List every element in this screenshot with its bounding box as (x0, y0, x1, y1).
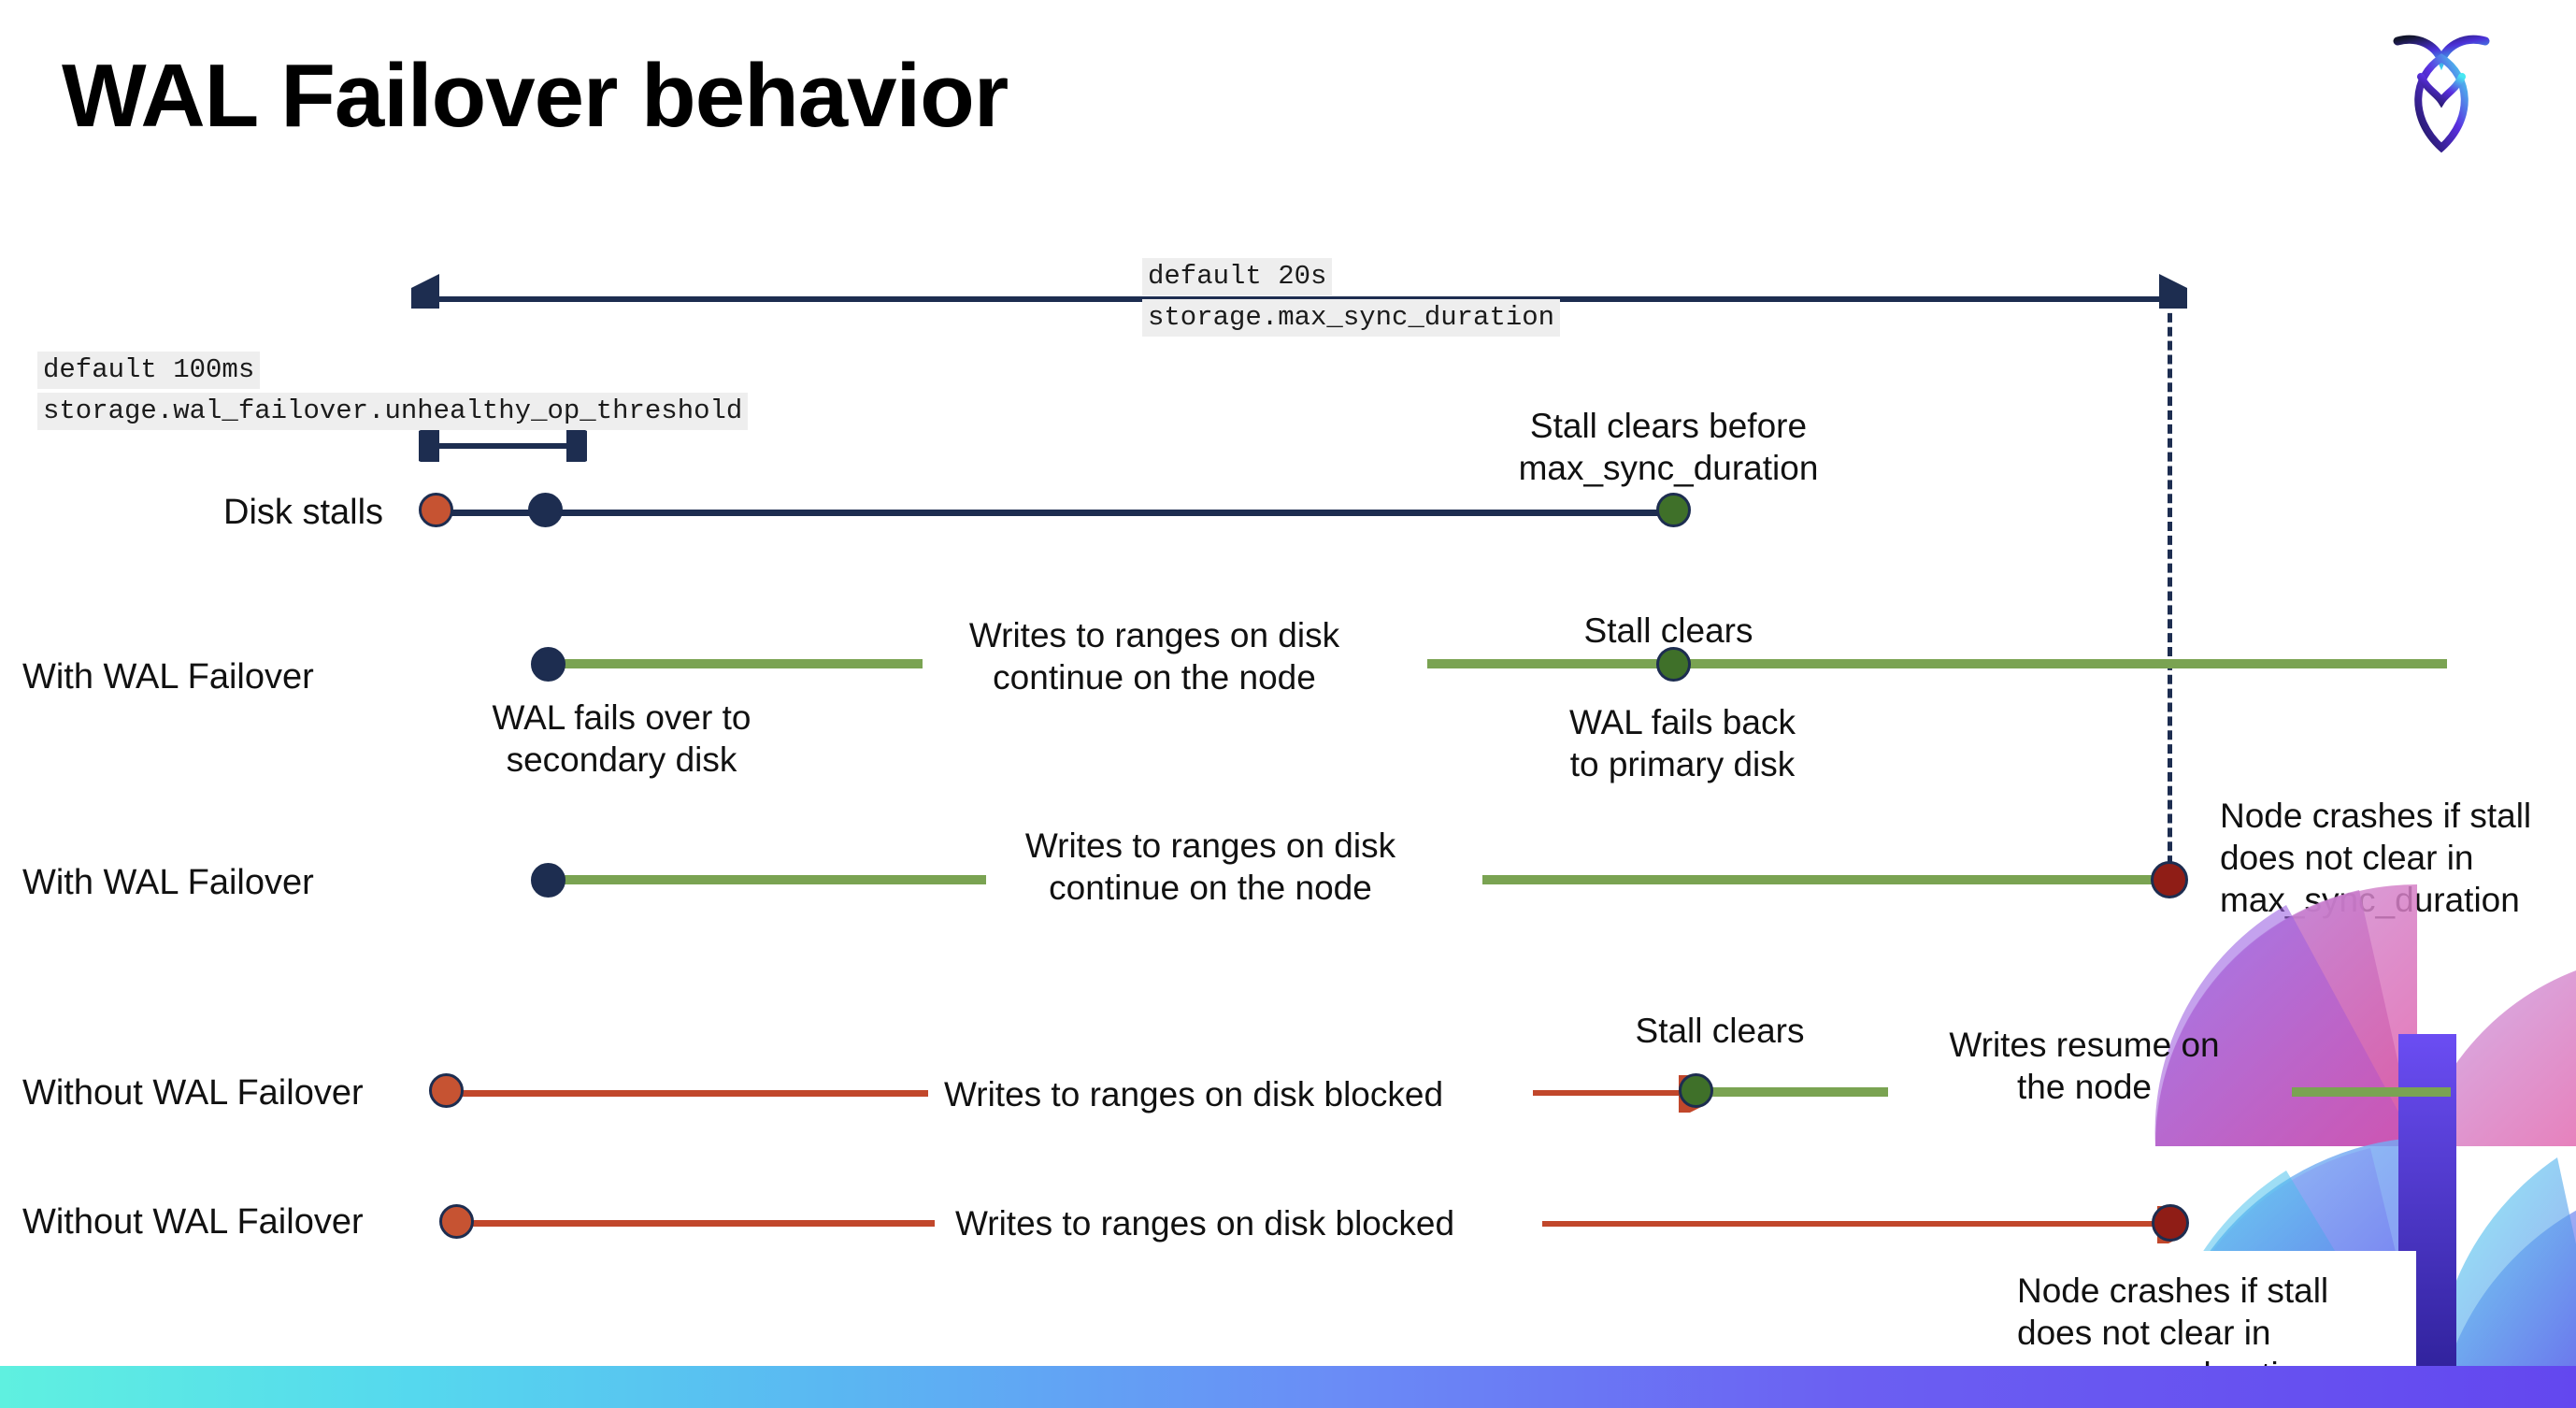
row-label-with-wal-failover-1: With WAL Failover (22, 657, 314, 697)
max-sync-default-chip: default 20s (1142, 258, 1333, 296)
note-writes-continue-2: Writes to ranges on disk continue on the… (1024, 826, 1396, 908)
disk-stall-timeline (439, 510, 1682, 516)
wal-failover-green-segment-right-1 (1427, 659, 2447, 668)
node-crash-dot-1 (2151, 861, 2188, 898)
unhealthy-threshold-dot (528, 493, 563, 527)
wal-failover-start-dot-1 (531, 647, 565, 682)
unhealthy-default-chip: default 100ms (37, 352, 261, 390)
wal-failover-green-segment-left-1 (563, 659, 923, 668)
node-crash-dot-2 (2152, 1204, 2189, 1242)
row5-white-backdrop (0, 1122, 1982, 1272)
wal-failover-green-segment-left-2 (563, 875, 986, 884)
without-failover-red-arrow-2 (1542, 1206, 2178, 1243)
wal-failover-green-segment-right-2 (1482, 875, 2172, 884)
page-title: WAL Failover behavior (62, 46, 1009, 146)
note-writes-resume: Writes resume on the node (1949, 1026, 2220, 1107)
bottom-gradient-bar (0, 1366, 2576, 1408)
note-stall-clears-before-max-sync: Stall clears before max_sync_duration (1518, 407, 1819, 488)
note-stall-clears-2: Stall clears (1635, 1012, 1805, 1050)
note-wal-fails-over-secondary: WAL fails over to secondary disk (492, 698, 751, 780)
unhealthy-op-threshold-arrow (419, 430, 587, 462)
row-label-without-wal-failover-2: Without WAL Failover (22, 1202, 364, 1242)
row-label-with-wal-failover-2: With WAL Failover (22, 863, 314, 902)
without-failover-green-segment-resume-1 (2292, 1087, 2451, 1097)
without-failover-red-segment-left-2 (458, 1220, 935, 1227)
note-node-crashes-1: Node crashes if stall does not clear in … (2220, 797, 2532, 920)
wal-failback-dot-1 (1656, 647, 1691, 682)
note-stall-clears-1: Stall clears (1583, 611, 1753, 650)
note-writes-blocked-1: Writes to ranges on disk blocked (944, 1075, 1444, 1113)
max-sync-setting-chip: storage.max_sync_duration (1142, 299, 1561, 338)
without-failover-green-segment-1 (1701, 1087, 1888, 1097)
without-failover-stall-clears-dot (1679, 1073, 1713, 1108)
note-wal-fails-back-primary: WAL fails back to primary disk (1569, 703, 1796, 784)
cockroachdb-logo (2388, 28, 2496, 159)
unhealthy-setting-chip: storage.wal_failover.unhealthy_op_thresh… (37, 393, 749, 431)
without-failover-red-arrow-1 (1533, 1075, 1701, 1113)
without-failover-red-segment-left-1 (447, 1090, 928, 1097)
disk-stall-start-dot (419, 493, 453, 527)
without-failover-start-dot-1 (429, 1073, 464, 1108)
row-label-disk-stalls: Disk stalls (223, 493, 384, 532)
note-writes-continue-1: Writes to ranges on disk continue on the… (968, 616, 1340, 697)
wal-failover-start-dot-2 (531, 863, 565, 898)
row-label-without-wal-failover-1: Without WAL Failover (22, 1073, 364, 1113)
note-writes-blocked-2: Writes to ranges on disk blocked (955, 1204, 1455, 1243)
disk-stall-clears-dot (1656, 493, 1691, 527)
max-sync-duration-deadline-line (2168, 299, 2172, 879)
without-failover-start-dot-2 (439, 1204, 474, 1239)
